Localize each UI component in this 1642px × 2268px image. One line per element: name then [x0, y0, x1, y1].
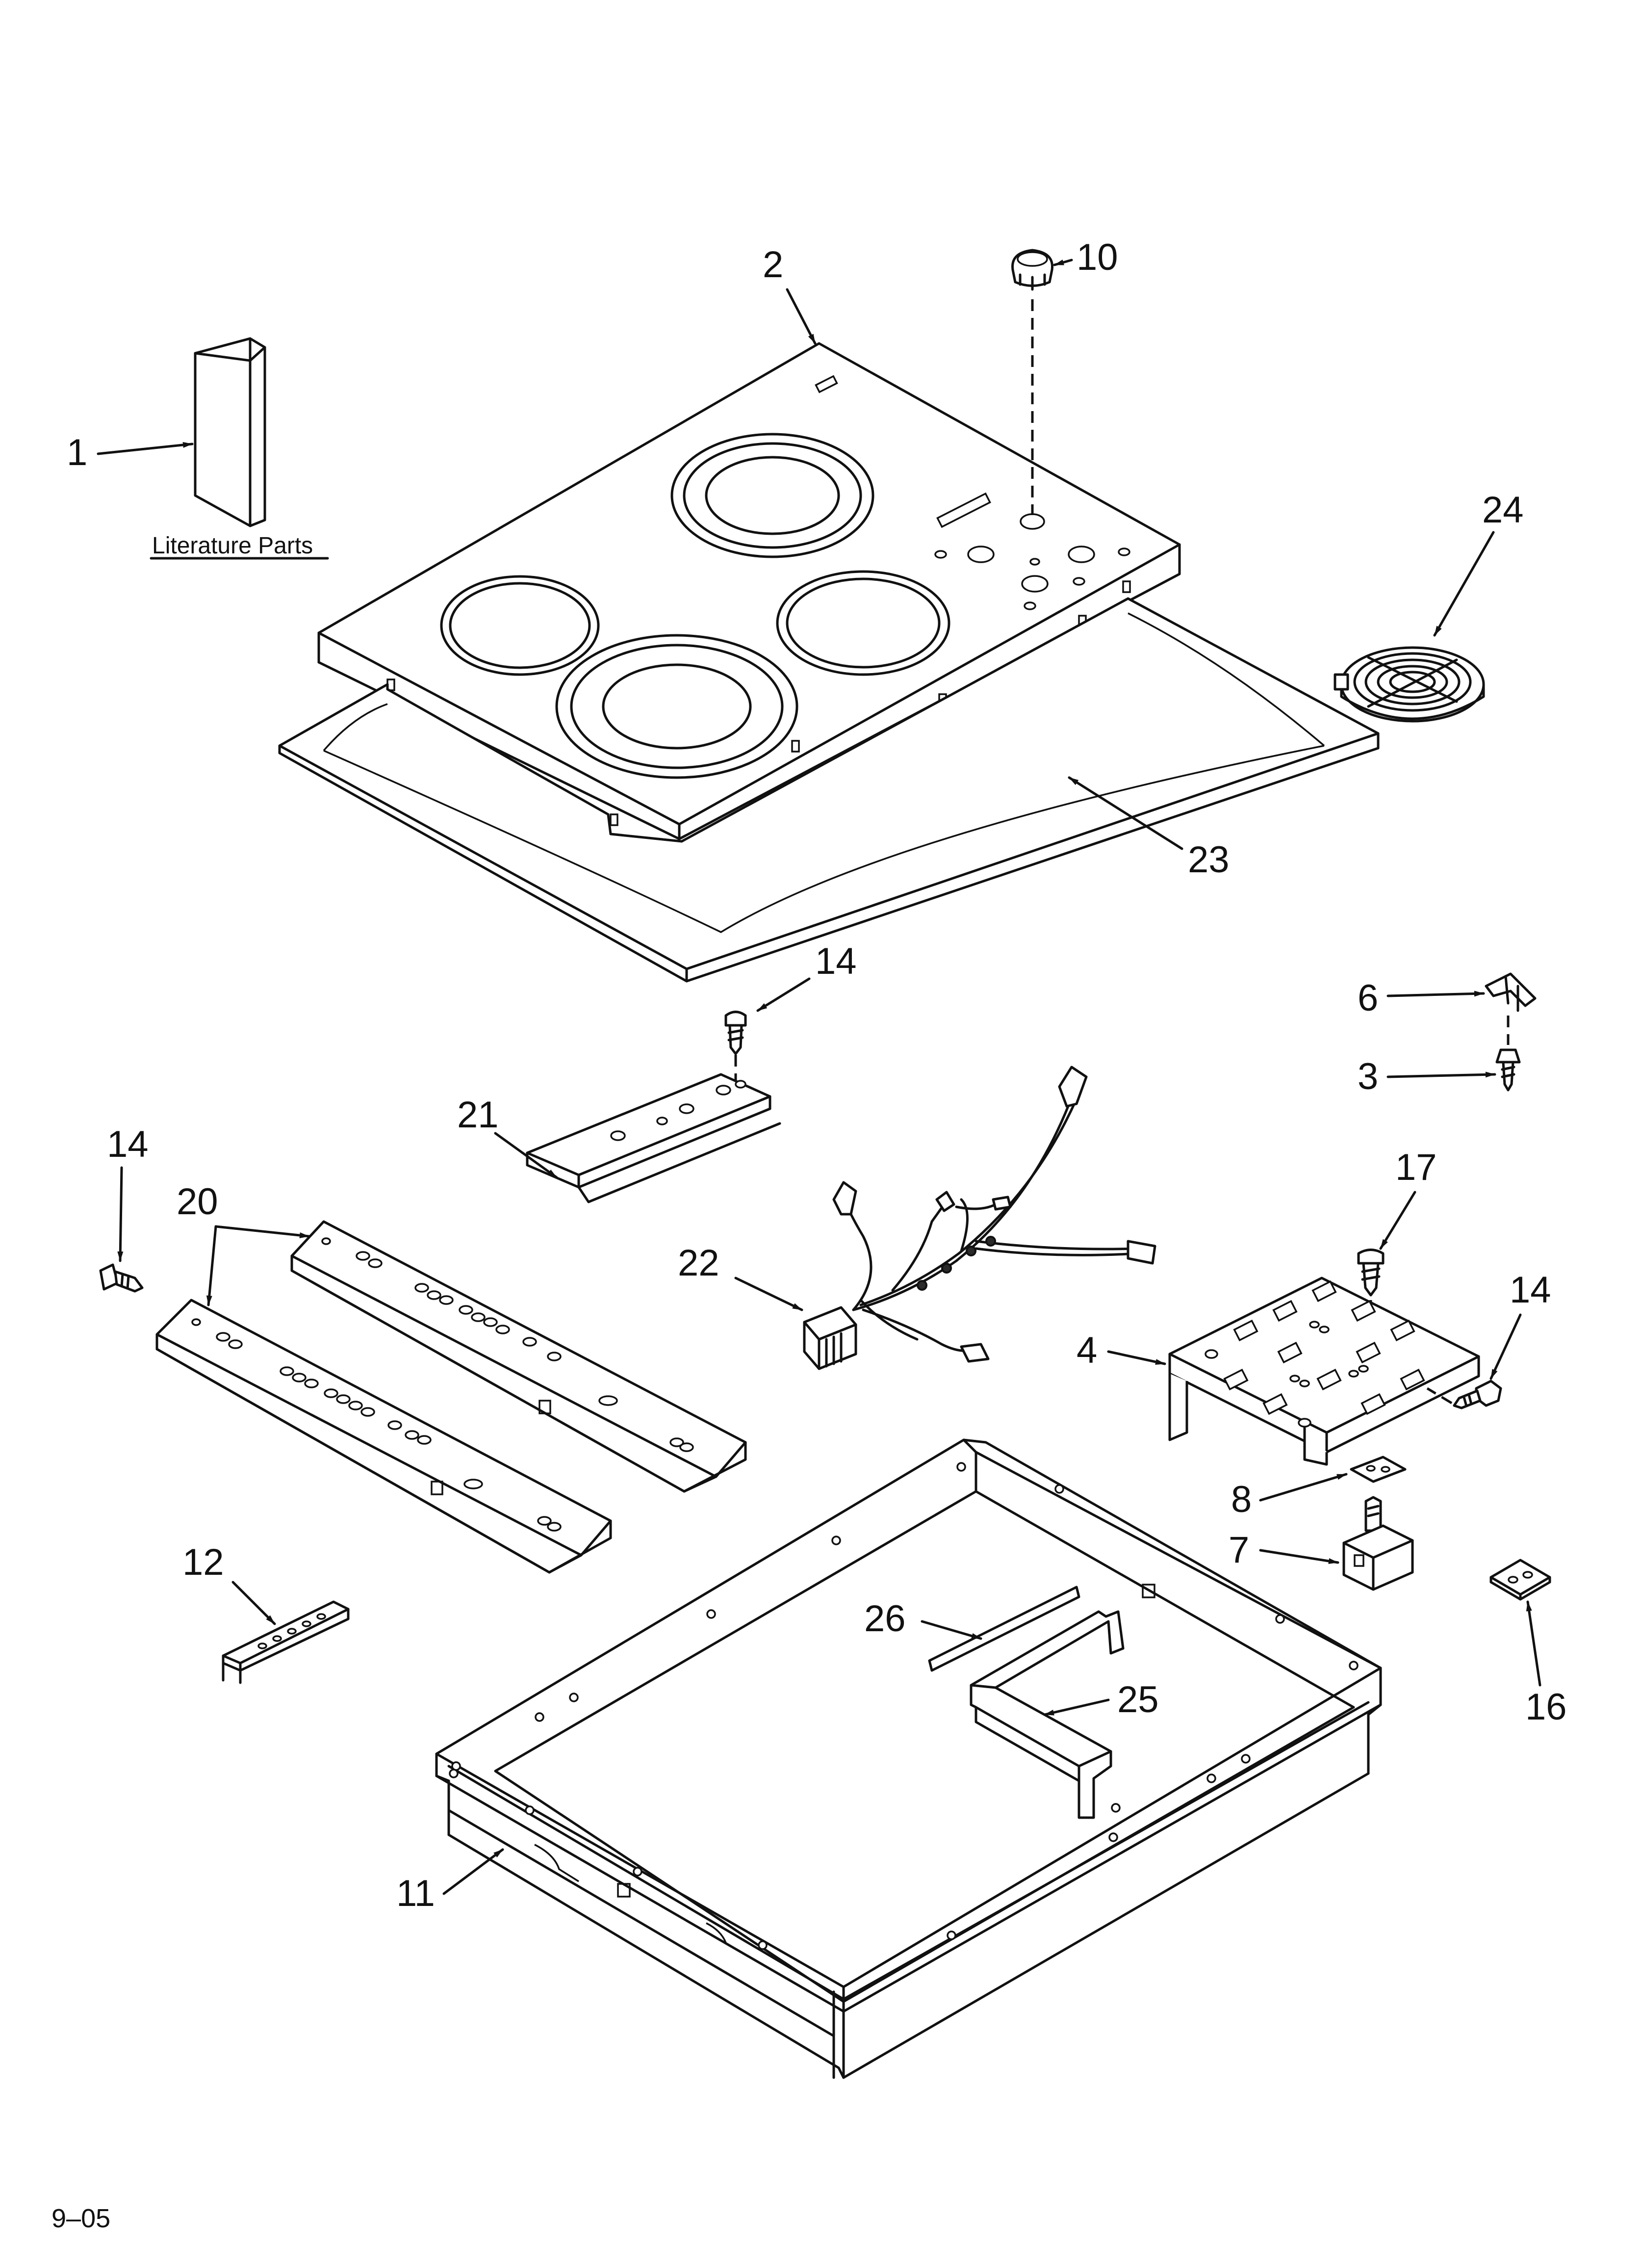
callout-1: 1: [67, 432, 87, 473]
callout-4: 4: [1077, 1330, 1097, 1371]
cooktop-gasket-part: [278, 597, 1380, 983]
callout-10: 10: [1077, 236, 1118, 278]
callout-8: 8: [1231, 1479, 1252, 1520]
wire-harness-part: [803, 1066, 1156, 1370]
callout-22: 22: [678, 1242, 719, 1284]
callout-12: 12: [182, 1541, 224, 1583]
screw-part-14-top: [724, 1011, 747, 1055]
callout-3: 3: [1358, 1056, 1378, 1097]
knob-part: [1011, 249, 1053, 291]
callout-11: 11: [396, 1873, 435, 1914]
support-bracket-part-25: [970, 1610, 1125, 1819]
callout-16: 16: [1525, 1686, 1567, 1728]
callout-26: 26: [864, 1598, 906, 1640]
callout-23: 23: [1188, 839, 1230, 881]
literature-book-part: [194, 337, 266, 527]
screw-part-14-right: [1453, 1380, 1502, 1409]
clip-part: [1485, 972, 1537, 1012]
channel-part-20-upper: [290, 1220, 747, 1493]
callout-6: 6: [1358, 977, 1378, 1019]
callout-21: 21: [457, 1094, 499, 1136]
callout-14-right: 14: [1510, 1269, 1551, 1311]
callout-7: 7: [1229, 1529, 1249, 1571]
screw-part-14-left: [99, 1263, 144, 1293]
callout-20: 20: [177, 1181, 218, 1223]
callout-14-top: 14: [815, 940, 857, 982]
literature-parts-label: Literature Parts: [152, 533, 313, 559]
bracket-part-21: [526, 1073, 781, 1203]
switch-part-7: [1342, 1496, 1414, 1591]
callout-25: 25: [1117, 1679, 1159, 1721]
leader-lines: [97, 259, 1541, 1895]
screw-part-17: [1357, 1249, 1385, 1297]
callout-2: 2: [763, 244, 783, 286]
plate-part-16: [1489, 1559, 1551, 1601]
crossbar-part-26: [928, 1586, 1080, 1672]
screw-14-right-dashed: [1426, 1387, 1453, 1405]
callout-14-left: 14: [107, 1123, 149, 1165]
switch-bracket-part: [1168, 1277, 1480, 1466]
channel-part-20-lower: [155, 1299, 612, 1574]
harness-connector: [803, 1306, 857, 1370]
callout-labels: 1 2 10 24 23 14 6 3 21 14 20 17 22 14 4 …: [67, 236, 1567, 1914]
bracket-part-12: [222, 1600, 350, 1684]
callout-24: 24: [1482, 489, 1524, 531]
revision-code: 9–05: [51, 2204, 110, 2233]
radiant-element-part: [1334, 646, 1485, 723]
screw-part-3: [1495, 1048, 1521, 1092]
chassis-box-part: [435, 1438, 1382, 2079]
callout-17: 17: [1395, 1147, 1437, 1188]
cooktop-glass-part: [317, 342, 1181, 840]
plate-part-8: [1350, 1456, 1407, 1483]
